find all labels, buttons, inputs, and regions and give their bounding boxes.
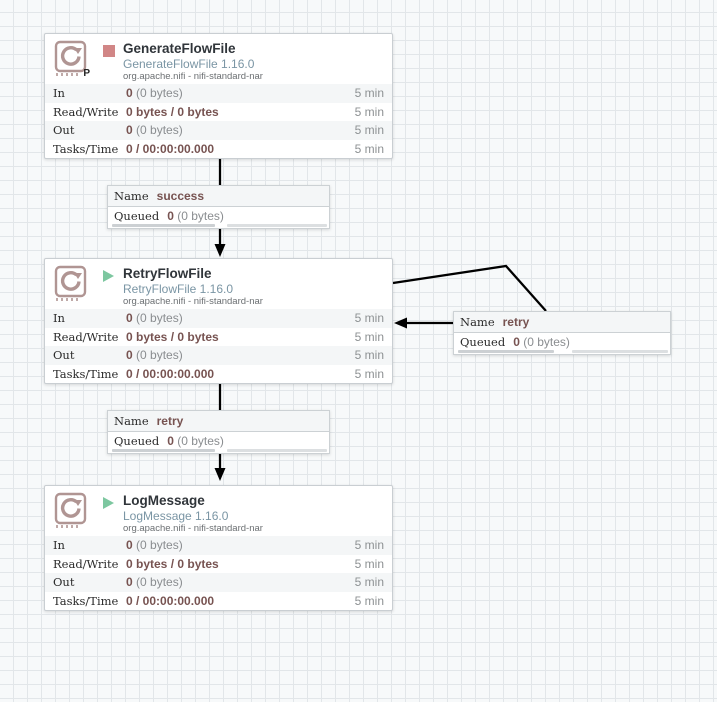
connection-queued-value: 0 (0 bytes) bbox=[167, 208, 224, 223]
connection-label-retry-down[interactable]: Name retry Queued 0 (0 bytes) bbox=[107, 410, 330, 454]
connection-name-value: success bbox=[156, 189, 205, 203]
connection-arrow-retry-loop bbox=[394, 317, 407, 329]
connection-queued-value: 0 (0 bytes) bbox=[513, 334, 570, 349]
backpressure-object-bar bbox=[458, 350, 554, 353]
running-icon bbox=[103, 270, 115, 282]
connection-name-key: Name bbox=[460, 315, 495, 329]
stat-row-readwrite: Read/Write 0 bytes / 0 bytes 5 min bbox=[53, 329, 384, 344]
processor-header: LogMessage LogMessage 1.16.0 org.apache.… bbox=[45, 486, 392, 536]
processor-retryflowfile[interactable]: RetryFlowFile RetryFlowFile 1.16.0 org.a… bbox=[44, 258, 393, 384]
processor-header: RetryFlowFile RetryFlowFile 1.16.0 org.a… bbox=[45, 259, 392, 309]
connection-label-success[interactable]: Name success Queued 0 (0 bytes) bbox=[107, 185, 330, 229]
backpressure-bars bbox=[108, 224, 329, 228]
connection-arrow-retry-down bbox=[214, 468, 226, 481]
processor-generateflowfile[interactable]: P GenerateFlowFile GenerateFlowFile 1.16… bbox=[44, 33, 393, 159]
processor-type: RetryFlowFile 1.16.0 bbox=[123, 282, 234, 296]
connection-name-value: retry bbox=[156, 414, 184, 428]
processor-titles: LogMessage LogMessage 1.16.0 org.apache.… bbox=[123, 491, 263, 535]
connection-arrow-success bbox=[214, 244, 226, 257]
connection-queued-key: Queued bbox=[460, 334, 506, 349]
connection-name-key: Name bbox=[114, 414, 149, 428]
processor-bundle: org.apache.nifi - nifi-standard-nar bbox=[123, 296, 263, 307]
stat-row-out: Out 0 (0 bytes) 5 min bbox=[45, 346, 392, 365]
backpressure-size-bar bbox=[227, 224, 327, 227]
processor-titles: RetryFlowFile RetryFlowFile 1.16.0 org.a… bbox=[123, 264, 263, 308]
backpressure-bars bbox=[108, 449, 329, 453]
connection-name-row: Name retry bbox=[454, 312, 670, 333]
processor-icon bbox=[51, 491, 91, 533]
connection-label-retry-loop[interactable]: Name retry Queued 0 (0 bytes) bbox=[453, 311, 671, 355]
processor-type: LogMessage 1.16.0 bbox=[123, 509, 229, 523]
processor-icon: P bbox=[51, 39, 91, 81]
stat-row-in: In 0 (0 bytes) 5 min bbox=[45, 536, 392, 555]
connection-name-row: Name retry bbox=[108, 411, 329, 432]
stat-row-taskstime: Tasks/Time 0 / 00:00:00.000 5 min bbox=[53, 366, 384, 381]
stat-row-taskstime: Tasks/Time 0 / 00:00:00.000 5 min bbox=[53, 141, 384, 156]
backpressure-bars bbox=[454, 350, 670, 354]
running-icon bbox=[103, 497, 115, 509]
connection-line-retry-loop-out[interactable] bbox=[392, 264, 547, 312]
stat-row-in: In 0 (0 bytes) 5 min bbox=[45, 309, 392, 328]
backpressure-object-bar bbox=[112, 224, 215, 227]
connection-name-value: retry bbox=[502, 315, 530, 329]
stopped-icon bbox=[103, 45, 115, 57]
processor-titles: GenerateFlowFile GenerateFlowFile 1.16.0… bbox=[123, 39, 263, 83]
stat-row-in: In 0 (0 bytes) 5 min bbox=[45, 84, 392, 103]
processor-bundle: org.apache.nifi - nifi-standard-nar bbox=[123, 71, 263, 82]
processor-name: LogMessage bbox=[123, 493, 205, 508]
connection-queued-key: Queued bbox=[114, 208, 160, 223]
processor-type: GenerateFlowFile 1.16.0 bbox=[123, 57, 255, 71]
primary-node-badge: P bbox=[83, 68, 90, 79]
connection-queued-row: Queued 0 (0 bytes) bbox=[108, 432, 329, 449]
stat-row-readwrite: Read/Write 0 bytes / 0 bytes 5 min bbox=[53, 556, 384, 571]
processor-icon bbox=[51, 264, 91, 306]
backpressure-object-bar bbox=[112, 449, 215, 452]
connection-queued-row: Queued 0 (0 bytes) bbox=[454, 333, 670, 350]
connection-name-row: Name success bbox=[108, 186, 329, 207]
backpressure-size-bar bbox=[572, 350, 668, 353]
connection-queued-value: 0 (0 bytes) bbox=[167, 433, 224, 448]
connection-name-key: Name bbox=[114, 189, 149, 203]
stat-row-taskstime: Tasks/Time 0 / 00:00:00.000 5 min bbox=[53, 593, 384, 608]
processor-name: GenerateFlowFile bbox=[123, 41, 236, 56]
processor-bundle: org.apache.nifi - nifi-standard-nar bbox=[123, 523, 263, 534]
stat-row-out: Out 0 (0 bytes) 5 min bbox=[45, 573, 392, 592]
processor-header: P GenerateFlowFile GenerateFlowFile 1.16… bbox=[45, 34, 392, 84]
processor-name: RetryFlowFile bbox=[123, 266, 212, 281]
connection-queued-row: Queued 0 (0 bytes) bbox=[108, 207, 329, 224]
stat-row-readwrite: Read/Write 0 bytes / 0 bytes 5 min bbox=[53, 104, 384, 119]
connection-queued-key: Queued bbox=[114, 433, 160, 448]
processor-logmessage[interactable]: LogMessage LogMessage 1.16.0 org.apache.… bbox=[44, 485, 393, 611]
backpressure-size-bar bbox=[227, 449, 327, 452]
stat-row-out: Out 0 (0 bytes) 5 min bbox=[45, 121, 392, 140]
